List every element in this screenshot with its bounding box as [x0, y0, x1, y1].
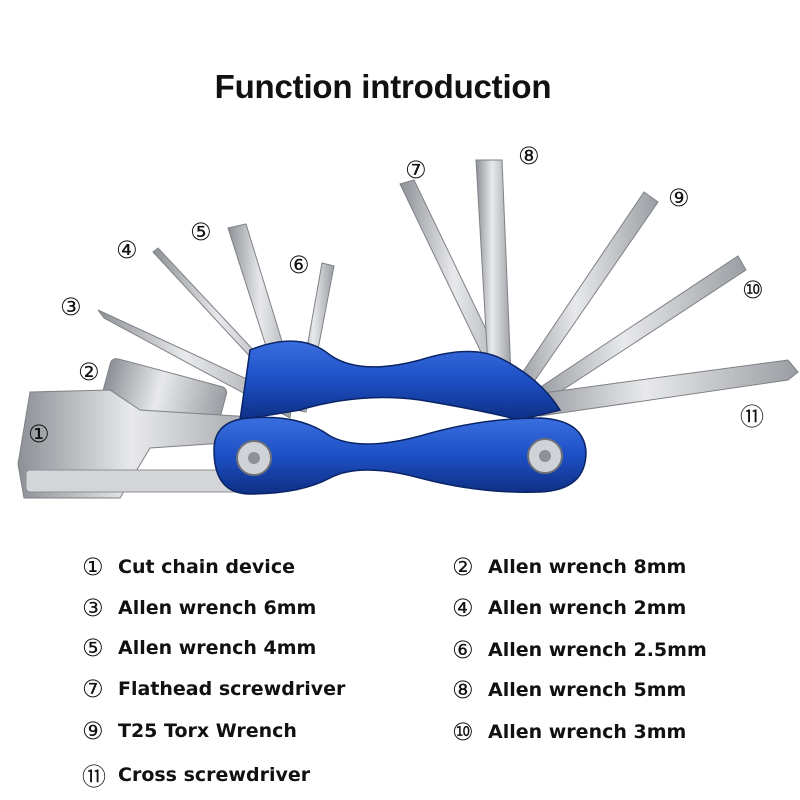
callout-10: ⑩: [742, 276, 764, 304]
legend-mark: ⑪: [82, 763, 106, 791]
legend-mark: ⑥: [452, 636, 474, 664]
legend-item-3: ③ Allen wrench 6mm: [82, 594, 316, 622]
callout-3: ③: [60, 293, 82, 321]
legend-item-7: ⑦ Flathead screwdriver: [82, 675, 345, 703]
legend-mark: ⑨: [82, 717, 104, 745]
page-title: Function introduction: [214, 68, 552, 105]
legend-label: Allen wrench 3mm: [488, 721, 687, 743]
legend-item-9: ⑨ T25 Torx Wrench: [82, 717, 297, 745]
callout-4: ④: [116, 236, 138, 264]
legend-label: Allen wrench 5mm: [488, 679, 687, 701]
legend-item-6: ⑥ Allen wrench 2.5mm: [452, 636, 707, 664]
tool-chain-cutter: [17, 389, 271, 499]
callout-5: ⑤: [190, 218, 212, 246]
legend-label: Allen wrench 2mm: [488, 597, 687, 619]
legend-item-8: ⑧ Allen wrench 5mm: [452, 676, 686, 704]
legend-label: Allen wrench 2.5mm: [488, 639, 707, 661]
callout-7: ⑦: [405, 156, 427, 184]
legend-mark: ⑤: [82, 634, 104, 662]
legend-item-11: ⑪ Cross screwdriver: [82, 757, 310, 792]
legend-mark: ⑩: [452, 718, 474, 746]
legend-item-10: ⑩ Allen wrench 3mm: [452, 718, 686, 746]
legend-item-1: ① Cut chain device: [82, 553, 295, 581]
legend-label: Cross screwdriver: [118, 763, 311, 786]
legend-item-2: ② Allen wrench 8mm: [452, 553, 686, 581]
legend-mark: ①: [82, 553, 104, 581]
callout-2: ②: [78, 358, 100, 386]
legend-label: T25 Torx Wrench: [118, 720, 297, 742]
legend-item-4: ④ Allen wrench 2mm: [452, 594, 686, 622]
legend-mark: ⑦: [82, 675, 104, 703]
legend-mark: ②: [452, 553, 474, 581]
callout-11: ⑪: [740, 403, 764, 431]
legend-item-5: ⑤ Allen wrench 4mm: [82, 634, 316, 662]
multi-tool-illustration: [17, 159, 799, 499]
callout-9: ⑨: [668, 184, 690, 212]
callout-8: ⑧: [518, 142, 540, 170]
legend-label: Allen wrench 8mm: [488, 556, 687, 578]
callout-6: ⑥: [288, 251, 310, 279]
tool-handle: [213, 340, 587, 495]
legend-mark: ③: [82, 594, 104, 622]
legend-label: Flathead screwdriver: [118, 678, 346, 700]
legend-label: Allen wrench 6mm: [118, 597, 317, 619]
legend-label: Allen wrench 4mm: [118, 637, 317, 659]
legend-mark: ④: [452, 594, 474, 622]
legend-mark: ⑧: [452, 676, 474, 704]
legend-label: Cut chain device: [118, 556, 295, 578]
callout-1: ①: [28, 420, 50, 448]
